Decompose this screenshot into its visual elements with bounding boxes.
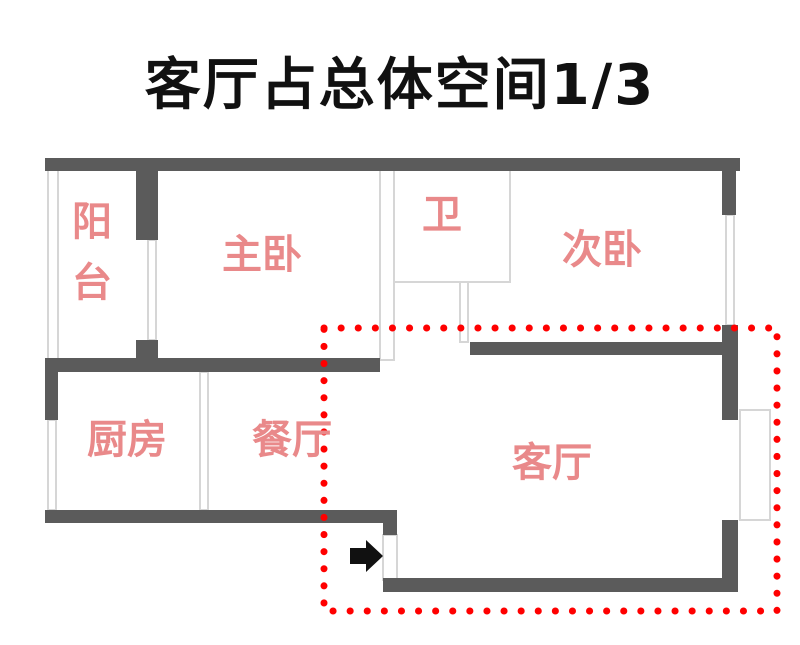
room-label-master-bedroom: 主卧 <box>222 231 302 278</box>
room-label-dining: 餐厅 <box>252 416 332 463</box>
living-area-highlight <box>320 324 781 615</box>
page-title: 客厅占总体空间1/3 <box>144 53 656 118</box>
room-label-kitchen: 厨房 <box>87 416 167 463</box>
room-label-bathroom: 卫 <box>422 191 462 238</box>
room-label-living: 客厅 <box>512 439 592 486</box>
room-label-balcony-1: 阳 <box>72 198 112 245</box>
room-label-second-bedroom: 次卧 <box>562 226 642 273</box>
room-label-balcony-2: 台 <box>72 259 112 306</box>
walls <box>45 158 740 592</box>
arrow-right-icon <box>350 540 383 572</box>
